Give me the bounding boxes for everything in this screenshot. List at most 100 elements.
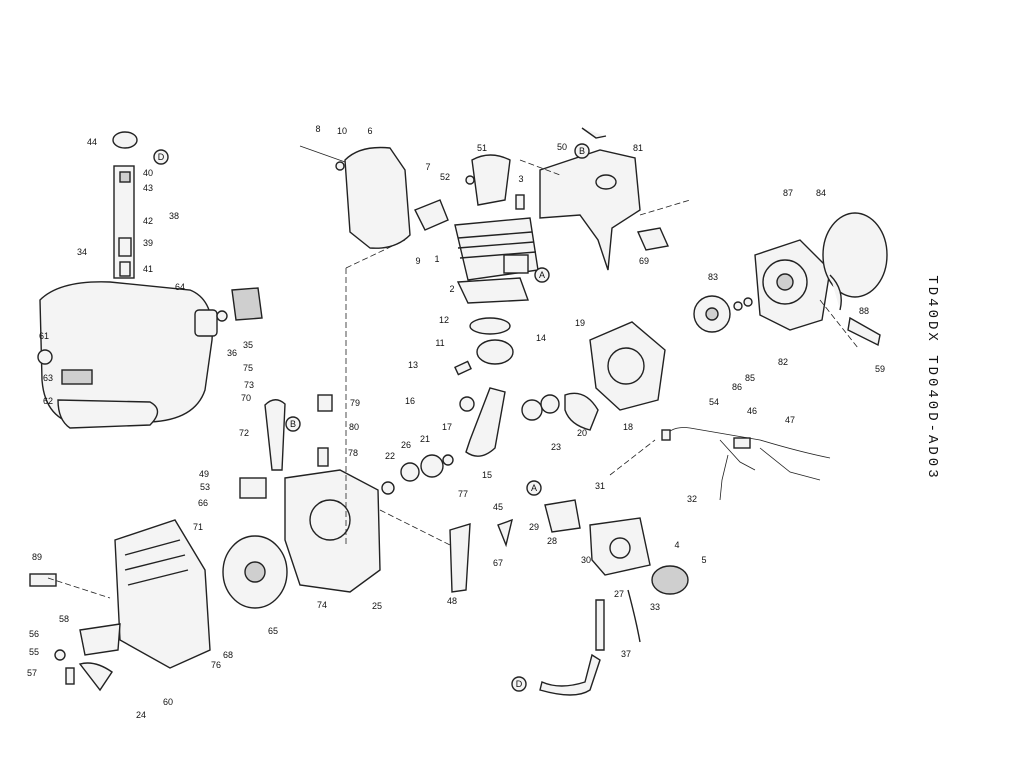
part-number-6: 6 [367, 126, 372, 136]
part-number-25: 25 [372, 601, 382, 611]
part-number-9: 9 [415, 256, 420, 266]
part-number-44: 44 [87, 137, 97, 147]
part-number-28: 28 [547, 536, 557, 546]
part-number-5: 5 [701, 555, 706, 565]
part-number-7: 7 [425, 162, 430, 172]
part-number-70: 70 [241, 393, 251, 403]
part-number-79: 79 [350, 398, 360, 408]
part-number-41: 41 [143, 264, 153, 274]
part-number-34: 34 [77, 247, 87, 257]
part-number-57: 57 [27, 668, 37, 678]
part-number-39: 39 [143, 238, 153, 248]
part-number-59: 59 [875, 364, 885, 374]
fuel-tank-assembly [37, 131, 263, 429]
part-number-83: 83 [708, 272, 718, 282]
part-number-31: 31 [595, 481, 605, 491]
part-number-89: 89 [32, 552, 42, 562]
circle-ref-d-bottom: D [511, 676, 527, 692]
svg-text:B: B [290, 419, 296, 429]
svg-text:A: A [531, 483, 537, 493]
part-number-33: 33 [650, 602, 660, 612]
part-number-81: 81 [633, 143, 643, 153]
part-number-61: 61 [39, 331, 49, 341]
part-number-74: 74 [317, 600, 327, 610]
part-number-67: 67 [493, 558, 503, 568]
svg-text:A: A [539, 270, 545, 280]
part-number-45: 45 [493, 502, 503, 512]
part-number-4: 4 [674, 540, 679, 550]
part-number-54: 54 [709, 397, 719, 407]
part-number-66: 66 [198, 498, 208, 508]
svg-text:D: D [158, 152, 165, 162]
carburetor-assembly [449, 499, 689, 696]
svg-text:D: D [516, 679, 523, 689]
reference-lines [47, 159, 859, 599]
recoil-starter-assembly [693, 212, 888, 347]
part-number-62: 62 [43, 396, 53, 406]
part-number-69: 69 [639, 256, 649, 266]
circle-ref-a-cylinder: A [534, 267, 550, 283]
part-number-27: 27 [614, 589, 624, 599]
part-number-20: 20 [577, 428, 587, 438]
circle-ref-a-carb: A [526, 480, 542, 496]
part-number-13: 13 [408, 360, 418, 370]
part-number-10: 10 [337, 126, 347, 136]
part-number-47: 47 [785, 415, 795, 425]
part-number-17: 17 [442, 422, 452, 432]
part-number-87: 87 [783, 188, 793, 198]
part-number-58: 58 [59, 614, 69, 624]
svg-text:B: B [579, 146, 585, 156]
part-number-71: 71 [193, 522, 203, 532]
part-number-12: 12 [439, 315, 449, 325]
part-number-8: 8 [315, 124, 320, 134]
part-number-21: 21 [420, 434, 430, 444]
part-number-55: 55 [29, 647, 39, 657]
crankshaft-piston-assembly [381, 317, 666, 495]
fan-cover-assembly [29, 519, 288, 692]
circle-ref-b-plug: B [285, 416, 301, 432]
part-number-36: 36 [227, 348, 237, 358]
part-number-82: 82 [778, 357, 788, 367]
part-number-77: 77 [458, 489, 468, 499]
part-number-38: 38 [169, 211, 179, 221]
circle-ref-b-cover: B [574, 143, 590, 159]
part-number-51: 51 [477, 143, 487, 153]
part-number-26: 26 [401, 440, 411, 450]
part-number-16: 16 [405, 396, 415, 406]
part-number-72: 72 [239, 428, 249, 438]
part-number-46: 46 [747, 406, 757, 416]
part-number-68: 68 [223, 650, 233, 660]
part-number-76: 76 [211, 660, 221, 670]
part-number-22: 22 [385, 451, 395, 461]
part-number-32: 32 [687, 494, 697, 504]
model-code-label: TD40DX TD040D-AD03 [912, 248, 952, 508]
part-number-18: 18 [623, 422, 633, 432]
cylinder-muffler-assembly [299, 145, 539, 304]
part-number-35: 35 [243, 340, 253, 350]
part-number-75: 75 [243, 363, 253, 373]
part-number-88: 88 [859, 306, 869, 316]
part-number-14: 14 [536, 333, 546, 343]
part-number-50: 50 [557, 142, 567, 152]
part-number-85: 85 [745, 373, 755, 383]
part-number-80: 80 [349, 422, 359, 432]
part-number-1: 1 [434, 254, 439, 264]
circle-ref-d-top: D [153, 149, 169, 165]
part-number-49: 49 [199, 469, 209, 479]
part-number-11: 11 [435, 338, 444, 348]
part-number-73: 73 [244, 380, 254, 390]
part-number-24: 24 [136, 710, 146, 720]
part-number-2: 2 [449, 284, 454, 294]
part-number-48: 48 [447, 596, 457, 606]
part-number-53: 53 [200, 482, 210, 492]
part-number-84: 84 [816, 188, 826, 198]
part-number-29: 29 [529, 522, 539, 532]
part-number-64: 64 [175, 282, 185, 292]
part-number-37: 37 [621, 649, 631, 659]
part-number-86: 86 [732, 382, 742, 392]
part-number-40: 40 [143, 168, 153, 178]
part-number-3: 3 [518, 174, 523, 184]
part-number-15: 15 [482, 470, 492, 480]
